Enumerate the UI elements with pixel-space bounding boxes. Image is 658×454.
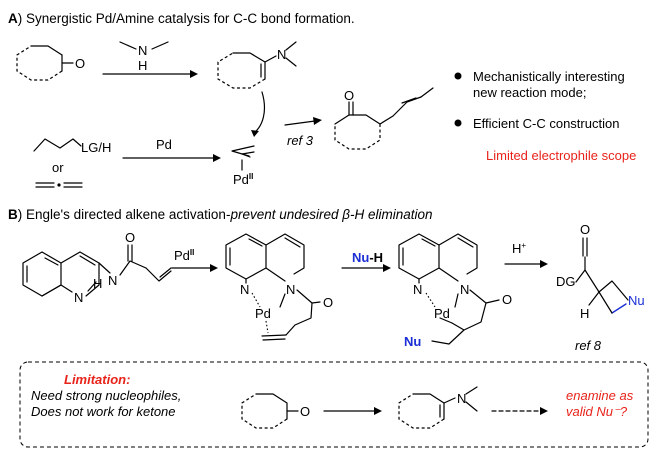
complex2-pd-label: Pd — [434, 306, 450, 321]
complex1-o-label: O — [323, 295, 333, 310]
allyl-lg: LG/H or — [33, 138, 111, 188]
allyl-lg-label: LG/H — [81, 140, 111, 155]
bullet-2-text: Efficient C-C construction — [473, 116, 619, 131]
dg-o-label: O — [580, 222, 590, 237]
aminoquinoline-amide: N N H O — [22, 230, 172, 305]
amine-n-label: N — [138, 43, 147, 58]
pi-allyl-pd: PdII — [231, 145, 255, 187]
dg-label: DG — [556, 274, 576, 289]
amide-n-label: N — [108, 273, 117, 288]
bullet-1-line-1: Mechanistically interesting — [473, 69, 625, 84]
complex1-n1-label: N — [240, 282, 249, 297]
bullet-1 — [454, 72, 462, 80]
product-o-label: O — [344, 88, 354, 103]
bullet-1-line-2: new reaction mode; — [473, 85, 586, 100]
ketone-o-label: O — [75, 56, 85, 71]
pd-ii-label: PdII — [233, 172, 253, 187]
enamine-box: N — [398, 386, 478, 429]
curved-arrow — [254, 91, 266, 133]
nu-h-reagent: Nu-H — [352, 250, 383, 265]
box-ketone-o-label: O — [300, 404, 310, 419]
cyclohexanone-box: O — [241, 393, 310, 429]
limitation-line-1: Need strong nucleophiles, — [31, 388, 181, 403]
amide-o-label: O — [125, 230, 135, 245]
box-enamine-n-label: N — [457, 391, 466, 406]
h-plus-reagent: H+ — [512, 241, 526, 256]
arrow-b2 — [341, 264, 391, 272]
dg-nu-label: Nu — [628, 293, 645, 308]
pd-complex-2: N N Pd O Nu — [398, 233, 512, 349]
ref-3-label: ref 3 — [287, 133, 314, 148]
cyclohexanone-a: O — [16, 45, 85, 81]
section-b-heading: B) Engle's directed alkene activation-pr… — [8, 207, 433, 222]
complex2-n2-label: N — [460, 282, 469, 297]
arrow-a3 — [284, 117, 322, 126]
arrow-a1 — [102, 70, 198, 78]
complex2-o-label: O — [502, 292, 512, 307]
complex2-nu-label: Nu — [404, 334, 421, 349]
dimethylamine: N H — [119, 41, 169, 73]
arrow-b1 — [171, 264, 218, 272]
dg-product: O DG H Nu — [556, 222, 645, 321]
bullet-2 — [454, 119, 462, 127]
amide-h-label: H — [93, 276, 102, 291]
enamine-n-label: N — [277, 47, 286, 62]
limitation-box — [19, 361, 649, 448]
enamine-a: N — [217, 41, 297, 89]
arrow-a2 — [122, 154, 221, 162]
or-label: or — [52, 160, 64, 175]
pd-ii-reagent: PdII — [174, 248, 194, 263]
complex2-n1-label: N — [413, 282, 422, 297]
limitation-line-2: Does not work for ketone — [31, 404, 176, 419]
arrow-b3 — [504, 260, 548, 268]
limited-scope-text: Limited electrophile scope — [486, 148, 636, 163]
enamine-question-line-1: enamine as — [566, 388, 634, 403]
limitation-title: Limitation: — [64, 372, 130, 387]
ref-8-label: ref 8 — [575, 338, 602, 353]
enamine-question-line-2: valid Nu⁻? — [566, 404, 628, 419]
complex1-n2-label: N — [286, 282, 295, 297]
section-a-heading: A) Synergistic Pd/Amine catalysis for C-… — [8, 11, 355, 26]
dg-h-label: H — [580, 306, 589, 321]
quinoline-n-label: N — [74, 290, 83, 305]
arrow-box-2 — [491, 407, 548, 415]
arrow-box-1 — [323, 407, 382, 415]
product-a: O — [334, 87, 434, 150]
complex1-pd-label: Pd — [255, 306, 271, 321]
pd-complex-1: N N Pd O — [225, 233, 333, 341]
amine-h-label: H — [138, 58, 147, 73]
pd-reagent-label: Pd — [156, 137, 172, 152]
